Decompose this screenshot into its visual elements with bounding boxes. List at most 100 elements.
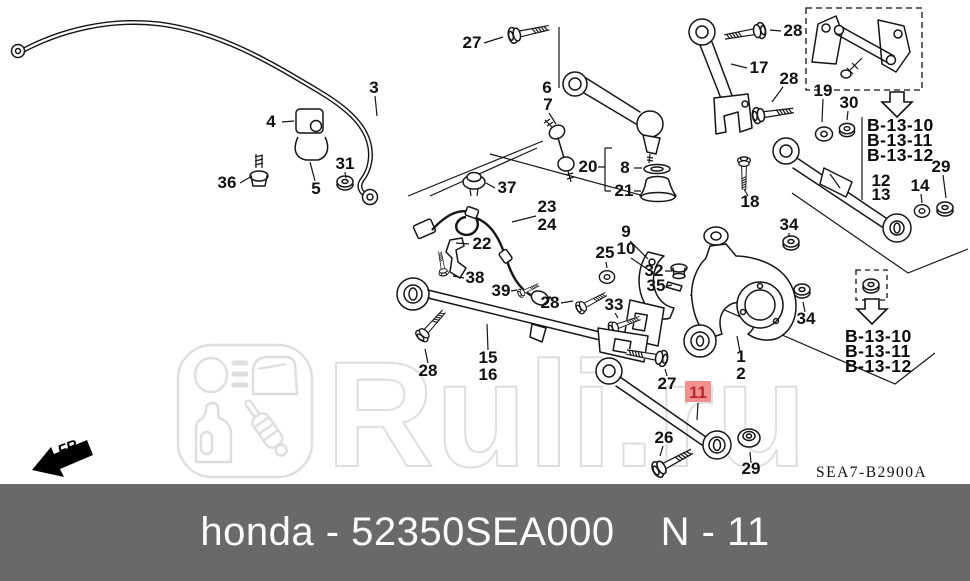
part-label-38: 38 bbox=[466, 268, 485, 287]
flange-bolt-37 bbox=[462, 171, 486, 197]
upper-arm-17 bbox=[688, 18, 753, 135]
part-label-39: 39 bbox=[492, 281, 511, 300]
footer-part-number: honda - 52350SEA000 bbox=[200, 510, 615, 554]
diagram-canvas: Ruli.ru bbox=[10, 7, 969, 499]
part-label-37: 37 bbox=[498, 178, 517, 197]
bolt-27-top bbox=[506, 19, 552, 45]
part-label-21: 21 bbox=[615, 181, 634, 200]
nut-34-upper bbox=[782, 235, 800, 251]
part-label-13: 13 bbox=[872, 185, 891, 204]
part-label-27: 27 bbox=[658, 374, 677, 393]
upper-arm-6 bbox=[562, 71, 664, 164]
part-label-27: 27 bbox=[463, 33, 482, 52]
ref-links-bottom: B-13-10 B-13-11 B-13-12 bbox=[845, 326, 912, 376]
part-label-3: 3 bbox=[369, 78, 378, 97]
nut-30 bbox=[838, 122, 856, 138]
headlight-icon bbox=[193, 356, 229, 394]
part-label-30: 30 bbox=[840, 93, 859, 112]
part-label-22: 22 bbox=[473, 234, 492, 253]
stabilizer-link-7 bbox=[543, 118, 575, 183]
fr-direction: FR. bbox=[32, 435, 93, 477]
part-label-18: 18 bbox=[741, 192, 760, 211]
part-label-33: 33 bbox=[605, 295, 624, 314]
part-label-10: 10 bbox=[617, 239, 636, 258]
nut-31 bbox=[336, 175, 354, 191]
car-door-icon bbox=[251, 355, 299, 396]
ball-joint-washer-8 bbox=[643, 163, 671, 175]
part-label-24: 24 bbox=[538, 215, 557, 234]
part-label-28: 28 bbox=[780, 69, 799, 88]
bolt-28-mid bbox=[750, 101, 796, 125]
ruli-watermark: Ruli.ru bbox=[176, 329, 808, 499]
part-label-26: 26 bbox=[655, 428, 674, 447]
headlight-beams-icon bbox=[231, 360, 249, 388]
part-label-34: 34 bbox=[797, 309, 816, 328]
ref-arrow-top-icon bbox=[881, 91, 913, 118]
part-label-29: 29 bbox=[742, 459, 761, 478]
highlighted-part-11[interactable]: 11 bbox=[685, 381, 711, 402]
footer-page-ref: N - 11 bbox=[660, 510, 770, 554]
lower-arm-11 bbox=[595, 357, 732, 460]
diagram-code: SEA7-B2900A bbox=[816, 464, 927, 481]
footer-bar: honda - 52350SEA000 N - 11 bbox=[0, 484, 970, 581]
part-label-8: 8 bbox=[620, 158, 629, 177]
part-label-5: 5 bbox=[311, 179, 320, 198]
part-label-34: 34 bbox=[780, 215, 799, 234]
watermark-logo-box bbox=[176, 343, 314, 479]
part-label-28: 28 bbox=[541, 293, 560, 312]
nut-34-lower bbox=[793, 283, 811, 299]
ref-nut-box bbox=[855, 269, 888, 301]
part-label-35: 35 bbox=[647, 276, 666, 295]
part-label-31: 31 bbox=[336, 154, 355, 173]
fr-arrow-icon bbox=[32, 440, 93, 477]
part-label-32: 32 bbox=[645, 261, 664, 280]
ref-link[interactable]: B-13-12 bbox=[867, 145, 934, 165]
lower-arm-12-13 bbox=[772, 137, 912, 243]
bolt-18 bbox=[736, 156, 752, 191]
part-label-1: 1 bbox=[736, 347, 745, 366]
nut-29-bottom bbox=[737, 428, 761, 448]
part-label-36: 36 bbox=[218, 173, 237, 192]
part-label-9: 9 bbox=[621, 222, 630, 241]
part-label-17: 17 bbox=[750, 58, 769, 77]
stabilizer-bracket bbox=[294, 136, 329, 161]
bushing-25 bbox=[598, 270, 616, 284]
ball-joint-boot-21 bbox=[639, 175, 677, 203]
ref-assembly-box bbox=[805, 7, 923, 91]
oil-can-icon bbox=[194, 401, 233, 464]
abs-sensor-harness bbox=[412, 206, 552, 306]
part-label-29: 29 bbox=[932, 157, 951, 176]
washer-14 bbox=[913, 204, 931, 218]
ball-joint-washer-8-hole bbox=[650, 166, 664, 172]
part-label-6: 6 bbox=[542, 78, 551, 97]
highlight-box[interactable] bbox=[685, 381, 711, 402]
shim-35 bbox=[665, 281, 683, 292]
part-label-2: 2 bbox=[736, 364, 745, 383]
ref-arrow-bottom-icon bbox=[856, 298, 888, 325]
ref-link[interactable]: B-13-11 bbox=[867, 130, 933, 150]
ref-link[interactable]: B-13-10 bbox=[845, 326, 912, 346]
ref-link[interactable]: B-13-10 bbox=[867, 115, 934, 135]
rear-knuckle bbox=[683, 226, 797, 358]
ref-links-top: B-13-10 B-13-11 B-13-12 bbox=[867, 115, 934, 165]
bolt-38 bbox=[434, 250, 450, 278]
part-label-16: 16 bbox=[479, 365, 498, 384]
shock-absorber-icon bbox=[244, 399, 288, 457]
ref-link[interactable]: B-13-11 bbox=[845, 341, 911, 361]
part-label-12: 12 bbox=[872, 171, 891, 190]
nut-29-right bbox=[936, 201, 954, 217]
watermark-text: Ruli.ru bbox=[326, 330, 808, 484]
part-label-15: 15 bbox=[479, 348, 498, 367]
flange-bolt-36 bbox=[249, 154, 269, 187]
washer-19 bbox=[814, 126, 834, 142]
label-leader-lines bbox=[239, 29, 947, 464]
highlight-label[interactable]: 11 bbox=[689, 383, 707, 402]
part-label-14: 14 bbox=[911, 176, 930, 195]
part-label-28: 28 bbox=[784, 21, 803, 40]
ref-link[interactable]: B-13-12 bbox=[845, 356, 912, 376]
bolt-28-top bbox=[722, 21, 768, 46]
part-label-4: 4 bbox=[266, 112, 276, 131]
part-label-19: 19 bbox=[814, 81, 833, 100]
